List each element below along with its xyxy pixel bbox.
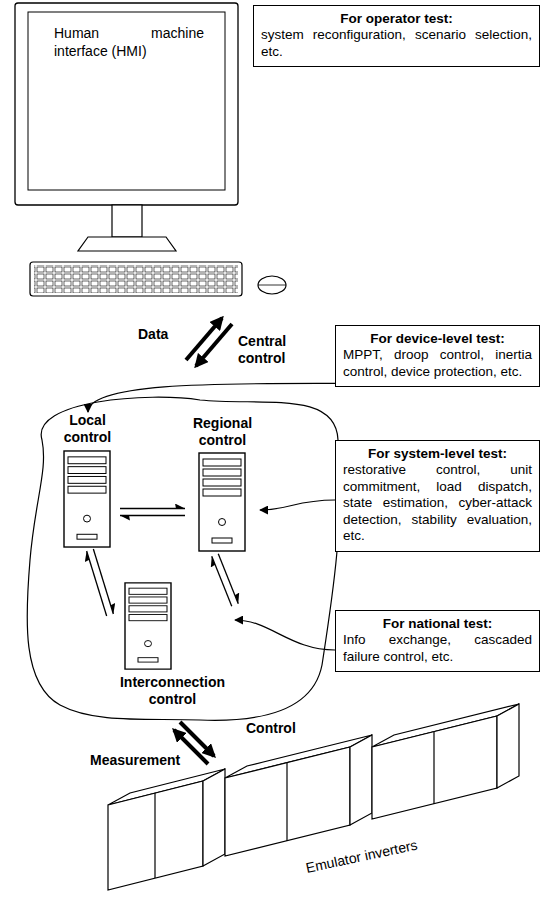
connector [120, 509, 185, 516]
interconnection-server [125, 583, 171, 669]
monitor-base [78, 237, 176, 251]
mouse-button [258, 285, 286, 286]
connector-line [88, 383, 335, 412]
cabinet-front [108, 781, 203, 890]
node-body: Info exchange, cascaded failure control,… [343, 632, 532, 665]
connector-line [260, 500, 335, 510]
monitor-neck [112, 205, 142, 237]
cabinet-side [203, 769, 225, 866]
cabinet-front [225, 747, 350, 856]
callout-box: For national test:Info exchange, cascade… [335, 610, 540, 672]
arrow-label: Central control [238, 333, 302, 367]
connector [87, 549, 114, 616]
node-body: restorative control, unit commitment, lo… [343, 462, 532, 544]
control-region [27, 397, 340, 720]
arrow-label: Control [246, 720, 296, 737]
cabinet-front [372, 716, 497, 819]
connector [260, 500, 335, 510]
local-server [64, 451, 110, 547]
node-title: For operator test: [261, 11, 532, 27]
callout-box: For operator test:system reconfiguration… [253, 5, 540, 67]
monitor-frame [15, 3, 238, 205]
node-body: system reconfiguration, scenario selecti… [261, 27, 532, 60]
server-node: Regional control [185, 415, 260, 555]
node-title: For device-level test: [343, 331, 532, 347]
connector-line [212, 556, 232, 606]
arrow-label: Measurement [90, 752, 180, 769]
cabinet-side [497, 704, 519, 788]
mouse [258, 276, 286, 294]
data-arrows [186, 318, 232, 366]
server-node: Local control [55, 412, 120, 550]
connector [235, 620, 335, 650]
connector-line [120, 508, 185, 509]
cabinet-door [154, 793, 155, 878]
callout-box: For system-level test:restorative contro… [335, 440, 540, 552]
connector-line [235, 620, 335, 650]
node-title: For national test: [343, 616, 532, 632]
connector-line [120, 515, 185, 516]
node-title: Emulator inverters [304, 837, 418, 876]
connector [212, 554, 238, 607]
connector [88, 383, 335, 412]
cabinet-side [350, 735, 372, 825]
keyboard-keys [34, 265, 238, 293]
arrow-label: Data [138, 326, 168, 343]
monitor [15, 3, 238, 251]
node-title: Human machine interface (HMI) [54, 24, 204, 60]
inverter-cabinets [108, 704, 519, 890]
node-title: Regional control [185, 415, 260, 449]
cabinet-door [433, 732, 434, 804]
inverter-node: Emulator inverters [300, 842, 490, 888]
node-title: Interconnection control [110, 674, 235, 708]
connector-line [87, 551, 107, 616]
server-node: Interconnection control [110, 580, 235, 708]
keyboard-body [30, 262, 242, 296]
node-title: For system-level test: [343, 446, 532, 462]
callout-box: For device-level test:MPPT, droop contro… [335, 325, 540, 387]
keyboard [30, 262, 242, 296]
node-title: Local control [55, 412, 120, 446]
central-control-arrow [196, 324, 232, 366]
regional-server [199, 453, 245, 551]
mouse-body [258, 276, 286, 294]
monitor-screen [28, 12, 225, 190]
node-body: MPPT, droop control, inertia control, de… [343, 347, 532, 380]
cabinet-door [286, 763, 287, 841]
screen-node: Human machine interface (HMI) [44, 16, 214, 166]
